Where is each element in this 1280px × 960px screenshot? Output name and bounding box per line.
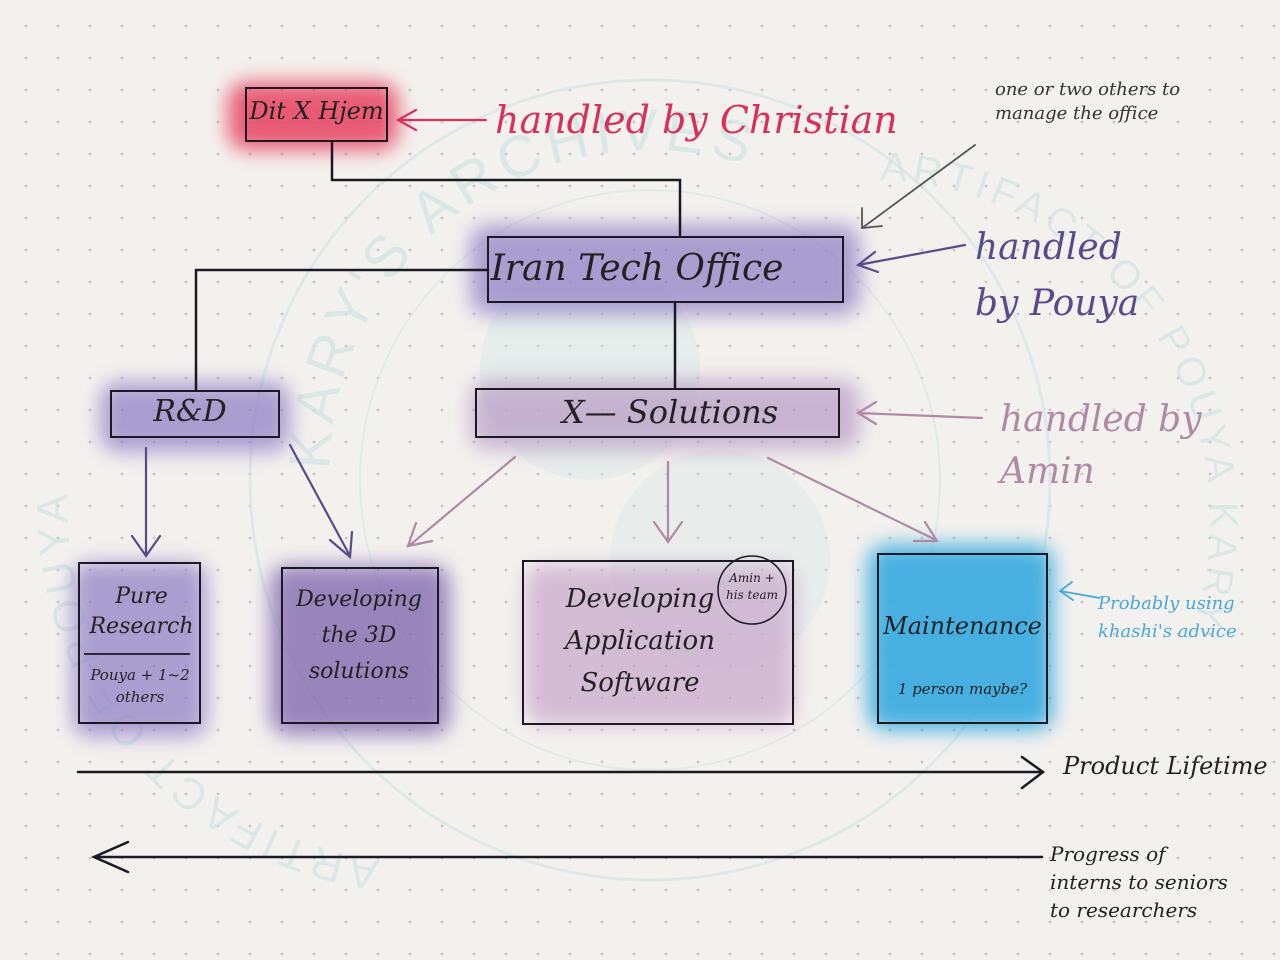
iran-tech-office-node <box>487 236 844 303</box>
developing-app-note: Amin + his team <box>726 571 778 602</box>
maintenance-node <box>877 553 1048 724</box>
maintenance-note: 1 person maybe? <box>897 680 1028 698</box>
rnd-label: R&D <box>153 394 227 429</box>
arrow-amin <box>855 400 984 426</box>
developing-3d-label: Developing the 3D solutions <box>296 587 422 684</box>
arrow-rnd-to-3d <box>288 443 354 560</box>
arrow-product-lifetime <box>76 755 1046 790</box>
maintenance-label: Maintenance <box>883 612 1042 640</box>
arrow-xs-to-app <box>652 460 684 544</box>
amin-team-circle <box>717 555 787 625</box>
pure-research-wash <box>72 562 207 737</box>
annotation-office-manage: one or two others to manage the office <box>995 79 1181 124</box>
developing-3d-wash <box>270 565 450 735</box>
developing-app-wash <box>525 565 795 725</box>
rnd-node <box>110 390 280 438</box>
maintenance-wash <box>868 545 1053 730</box>
connector-office-to-rnd <box>194 268 490 392</box>
progress-label: Progress of interns to seniors to resear… <box>1050 842 1228 922</box>
x-solutions-label: X— Solutions <box>561 393 779 431</box>
rnd-wash <box>100 382 290 452</box>
arrow-xs-to-maint <box>766 456 939 543</box>
product-lifetime-label: Product Lifetime <box>1063 752 1268 780</box>
developing-app-node <box>522 560 794 725</box>
pure-research-node <box>78 562 201 724</box>
developing-app-label: Developing Application Software <box>565 584 715 698</box>
arrow-progress <box>90 840 1044 874</box>
arrow-pouya <box>855 243 967 274</box>
arrow-rnd-to-pure <box>130 446 162 558</box>
arrow-office-manage <box>861 144 976 229</box>
connector-dit-to-office <box>330 140 682 237</box>
dit-x-hjem-label: Dit X Hjem <box>249 97 384 125</box>
annotation-amin: handled by Amin <box>1000 399 1202 492</box>
annotation-christian: handled by Christian <box>495 98 898 142</box>
arrow-christian <box>395 108 488 132</box>
pure-research-label: Pure Research <box>89 584 194 639</box>
iran-tech-office-wash <box>470 225 860 315</box>
x-solutions-wash <box>470 380 860 450</box>
arrow-khashi <box>1058 581 1101 601</box>
iran-tech-office-label: Iran Tech Office <box>490 248 784 289</box>
developing-3d-node <box>281 567 439 724</box>
annotation-pouya: handled by Pouya <box>975 227 1140 324</box>
dit-x-hjem-wash <box>228 82 398 150</box>
pure-research-note: Pouya + 1~2 others <box>90 666 190 706</box>
arrow-xs-to-3d <box>406 455 517 548</box>
annotation-khashi: Probably using khashi's advice <box>1098 593 1237 642</box>
dit-x-hjem-node <box>245 87 388 142</box>
x-solutions-node <box>475 388 840 438</box>
